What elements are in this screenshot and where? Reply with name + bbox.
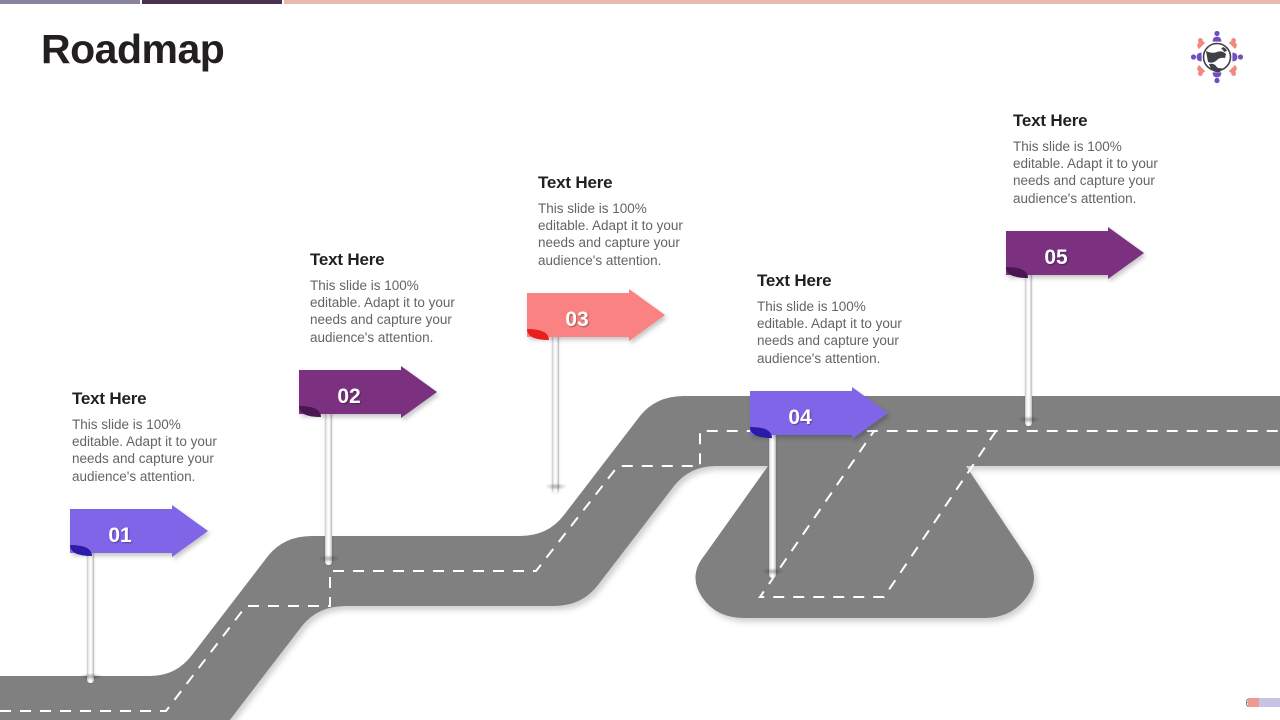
footer-swatch	[1248, 698, 1280, 707]
milestone-01-pole-base	[80, 673, 102, 680]
top-accent-bar	[0, 0, 1280, 6]
milestone-01-flag-fold	[70, 545, 92, 556]
milestone-05-body: This slide is 100% editable. Adapt it to…	[1013, 139, 1158, 206]
milestone-04-pole-base	[762, 568, 784, 575]
milestone-02-flag[interactable]: 02	[297, 366, 437, 428]
milestone-02[interactable]: Text Here This slide is 100% editable. A…	[310, 250, 470, 346]
milestone-05-flag[interactable]: 05	[1004, 227, 1144, 289]
milestone-03-heading: Text Here	[538, 173, 613, 192]
milestone-01-flag[interactable]: 01	[68, 505, 208, 567]
milestone-04-heading: Text Here	[757, 271, 832, 290]
milestone-02-flag-fold	[299, 406, 321, 417]
milestone-04[interactable]: Text Here This slide is 100% editable. A…	[757, 271, 917, 367]
milestone-05[interactable]: Text Here This slide is 100% editable. A…	[1013, 111, 1173, 207]
milestone-05-flag-banner	[1006, 227, 1144, 279]
accent-segment-middle	[142, 0, 282, 4]
milestone-04-flag-banner	[750, 387, 888, 439]
milestone-03-flag-banner	[527, 289, 665, 341]
milestone-01-pole	[87, 544, 94, 683]
milestone-05-pole-base	[1018, 416, 1040, 423]
milestone-03-flag-fold	[527, 329, 549, 340]
milestone-03-body: This slide is 100% editable. Adapt it to…	[538, 201, 683, 268]
milestone-03-flag[interactable]: 03	[525, 289, 665, 351]
footer-swatch-lavender	[1259, 698, 1280, 707]
milestone-01-heading: Text Here	[72, 389, 147, 408]
road-lane-markings	[0, 430, 1280, 712]
milestone-02-body: This slide is 100% editable. Adapt it to…	[310, 278, 455, 345]
milestone-03-pole	[552, 328, 559, 493]
globe-people-logo	[1182, 28, 1252, 86]
milestone-02-pole-base	[318, 555, 340, 562]
milestone-01-body: This slide is 100% editable. Adapt it to…	[72, 417, 217, 484]
milestone-05-heading: Text Here	[1013, 111, 1088, 130]
milestone-02-flag-banner	[299, 366, 437, 418]
milestone-04-body: This slide is 100% editable. Adapt it to…	[757, 299, 902, 366]
milestone-04-pole	[769, 426, 776, 578]
accent-segment-left	[0, 0, 140, 4]
milestone-05-pole	[1025, 266, 1032, 426]
milestone-01[interactable]: Text Here This slide is 100% editable. A…	[72, 389, 232, 485]
milestone-03[interactable]: Text Here This slide is 100% editable. A…	[538, 173, 698, 269]
milestone-01-flag-banner	[70, 505, 208, 557]
milestone-05-flag-fold	[1006, 267, 1028, 278]
accent-segment-right	[284, 0, 1280, 4]
milestone-02-heading: Text Here	[310, 250, 385, 269]
milestone-02-pole	[325, 405, 332, 565]
milestone-04-flag-fold	[750, 427, 772, 438]
milestone-04-flag[interactable]: 04	[748, 387, 888, 449]
milestone-03-pole-base	[545, 483, 567, 490]
footer-swatch-salmon	[1248, 698, 1259, 707]
page-title: Roadmap	[41, 26, 225, 72]
road-surface	[0, 396, 1280, 720]
